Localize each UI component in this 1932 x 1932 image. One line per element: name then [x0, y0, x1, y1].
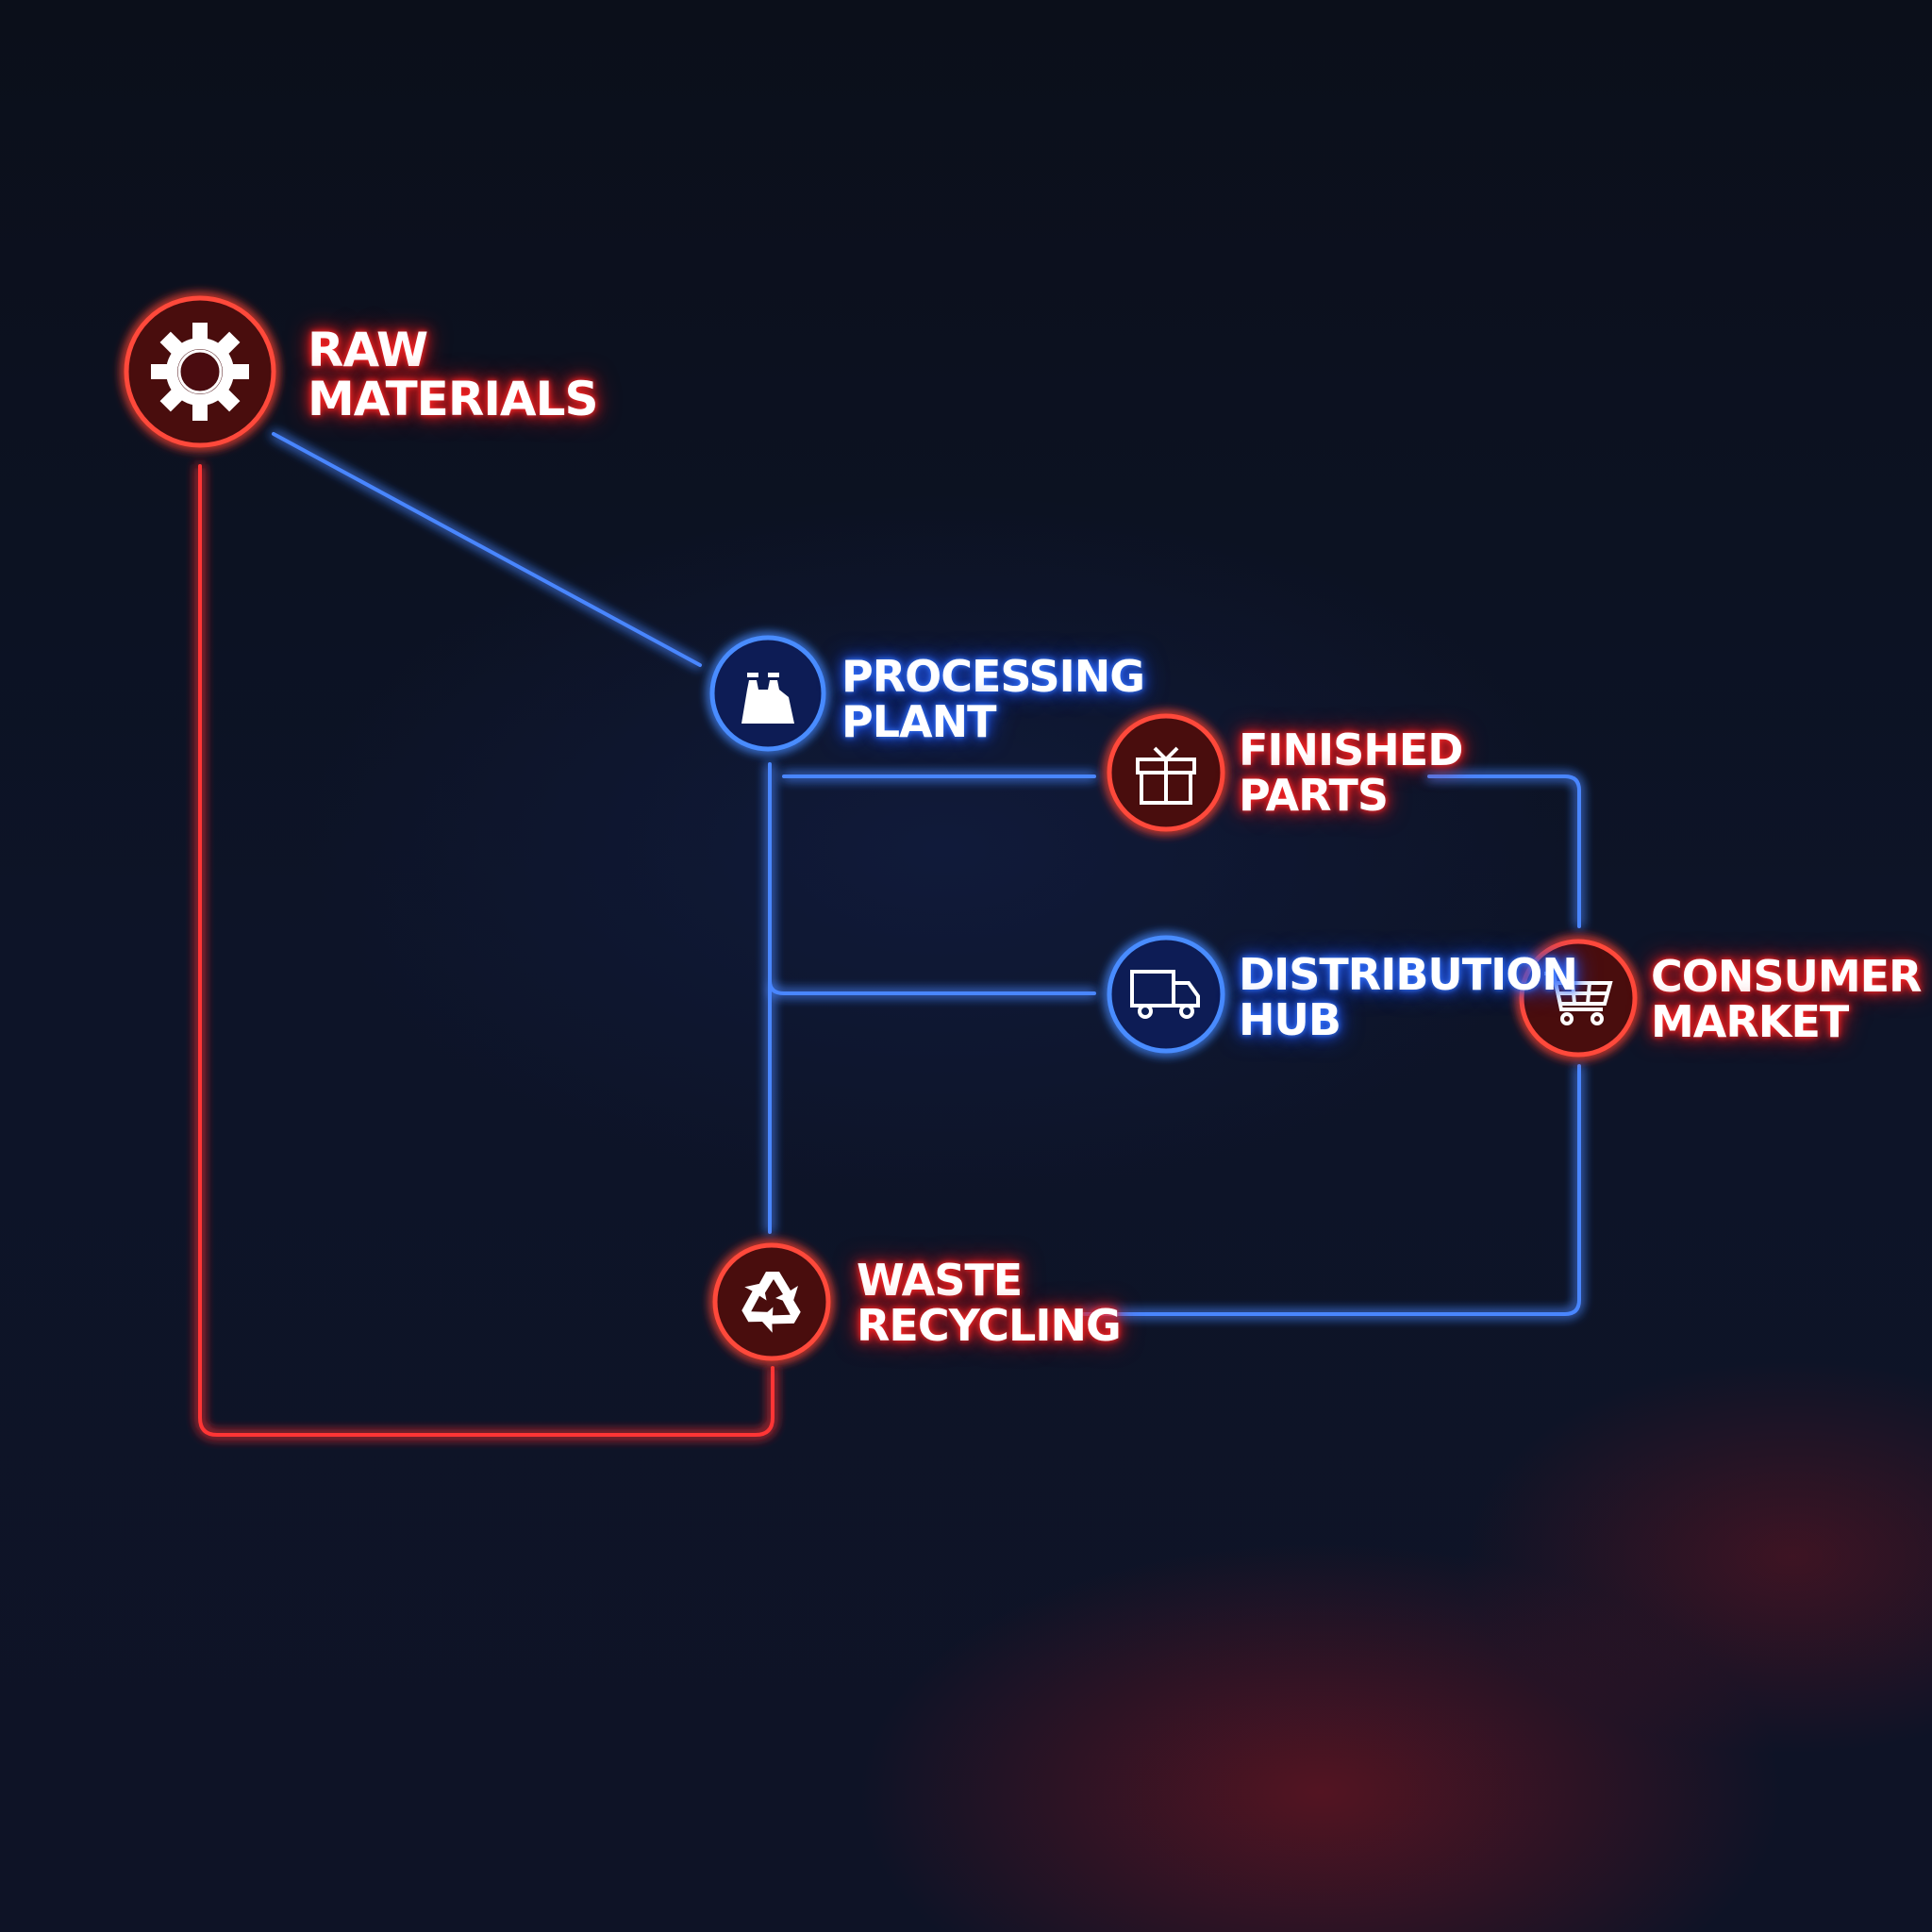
node-market-label: CONSUMER MARKET: [1651, 951, 1922, 1047]
truck-icon: [1130, 970, 1200, 1019]
label-line: MARKET: [1651, 996, 1849, 1047]
label-line: RECYCLING: [857, 1300, 1122, 1351]
node-waste-ring[interactable]: [712, 1242, 831, 1361]
label-line: PARTS: [1239, 770, 1389, 821]
node-waste-label: WASTE RECYCLING: [857, 1255, 1122, 1351]
edge-raw-to-plant: [272, 432, 702, 667]
label-line: WASTE: [857, 1255, 1023, 1306]
node-hub-ring[interactable]: [1107, 935, 1225, 1054]
label-line: MATERIALS: [308, 372, 599, 426]
edge-plant-to-hub: [768, 979, 1096, 995]
node-market-ring[interactable]: [1519, 939, 1638, 1058]
label-line: HUB: [1239, 994, 1341, 1045]
recycle-icon: [741, 1272, 801, 1333]
gift-box-icon: [1136, 746, 1196, 805]
shopping-cart-icon: [1544, 972, 1613, 1025]
edge-parts-to-market: [1427, 774, 1581, 928]
node-plant-label: PROCESSING PLANT: [841, 651, 1145, 747]
label-line: CONSUMER: [1651, 951, 1922, 1002]
node-parts-label: FINISHED PARTS: [1239, 724, 1463, 821]
edge-waste-to-raw: [198, 464, 774, 1437]
node-hub-label: DISTRIBUTION HUB: [1239, 949, 1578, 1045]
label-line: DISTRIBUTION: [1239, 949, 1578, 1000]
gear-icon: [151, 323, 249, 421]
label-line: PROCESSING: [841, 651, 1145, 702]
label-line: RAW: [308, 323, 428, 377]
label-line: FINISHED: [1239, 724, 1463, 775]
factory-icon: [741, 673, 794, 724]
label-line: PLANT: [841, 696, 997, 747]
edge-market-to-waste: [1082, 1064, 1581, 1316]
node-raw-label: RAW MATERIALS: [308, 323, 599, 426]
